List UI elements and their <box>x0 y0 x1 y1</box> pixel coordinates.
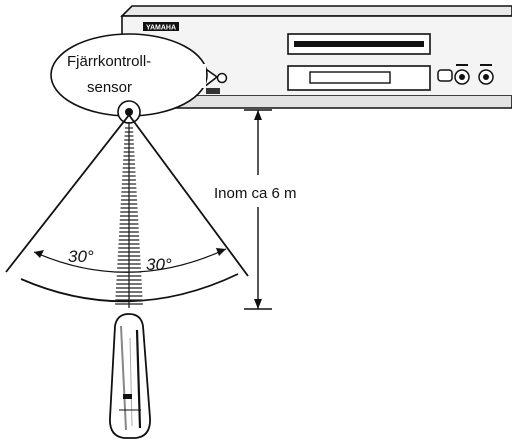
distance-label: Inom ca 6 m <box>214 185 297 202</box>
ir-sensor-window <box>216 72 228 84</box>
disc-tray <box>287 33 431 55</box>
cone-left-edge <box>5 114 130 273</box>
sensor-label-line2: sensor <box>87 79 132 96</box>
reception-cone: 30° 30° <box>5 114 249 308</box>
brand-logo-text: YAMAHA <box>146 25 176 32</box>
distance-dimension: Inom ca 6 m <box>214 109 297 310</box>
player-buttons <box>437 64 494 85</box>
cone-right-edge <box>128 114 249 277</box>
front-display <box>287 65 431 91</box>
axis-dash-marks <box>115 127 143 305</box>
sensor-label-line1: Fjärrkontroll- <box>67 53 151 70</box>
brand-logo <box>143 22 179 31</box>
sensor-callout: Fjärrkontroll- sensor <box>50 33 219 124</box>
remote-control <box>109 313 151 439</box>
angle-right-label: 30° <box>146 255 172 274</box>
angle-left-label: 30° <box>68 247 94 266</box>
